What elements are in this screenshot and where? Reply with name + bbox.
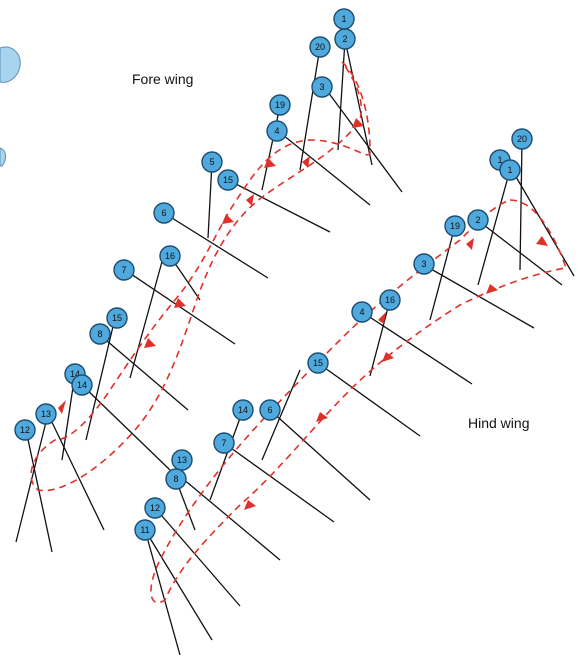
- svg-text:1: 1: [507, 165, 512, 175]
- svg-text:19: 19: [450, 221, 460, 231]
- svg-text:13: 13: [41, 409, 51, 419]
- trajectory-arrow: [316, 412, 328, 422]
- svg-text:12: 12: [150, 503, 160, 513]
- svg-text:4: 4: [274, 126, 279, 136]
- svg-text:11: 11: [140, 525, 149, 535]
- trajectory-arrow: [302, 156, 310, 168]
- trajectory-arrow: [144, 338, 156, 348]
- trajectory-arrow: [486, 284, 498, 294]
- svg-text:16: 16: [165, 251, 175, 261]
- svg-text:16: 16: [385, 295, 395, 305]
- marker: 15: [217, 169, 239, 191]
- trajectory-arrow: [382, 352, 394, 362]
- marker: 16: [379, 289, 401, 311]
- svg-text:8: 8: [97, 329, 102, 339]
- marker: 13: [171, 449, 193, 471]
- hind-wing-trajectory: [150, 199, 568, 604]
- svg-text:7: 7: [221, 438, 226, 448]
- svg-text:7: 7: [121, 265, 126, 275]
- svg-text:6: 6: [161, 208, 166, 218]
- marker: 8: [165, 468, 187, 490]
- marker: 19: [444, 215, 466, 237]
- svg-text:6: 6: [267, 405, 272, 415]
- marker: 7: [213, 432, 235, 454]
- trajectory-arrow: [174, 298, 186, 308]
- marker: 3: [413, 253, 435, 275]
- marker: 14: [71, 374, 93, 396]
- fore-wing-markers: 1 20 2 3 19 4 5 15 6 16 7 15 8 14 14 13 …: [14, 8, 356, 441]
- marker: 1: [333, 8, 355, 30]
- trajectory-arrow: [466, 238, 474, 250]
- svg-text:2: 2: [342, 34, 347, 44]
- svg-text:20: 20: [315, 42, 325, 52]
- svg-text:12: 12: [20, 425, 30, 435]
- svg-text:3: 3: [319, 82, 324, 92]
- marker: 6: [259, 399, 281, 421]
- svg-text:8: 8: [173, 474, 178, 484]
- marker: 12: [144, 497, 166, 519]
- fore-wing-trajectory: [30, 61, 371, 492]
- marker: 4: [266, 120, 288, 142]
- marker: 5: [201, 151, 223, 173]
- marker: 15: [106, 307, 128, 329]
- marker: 19: [269, 94, 291, 116]
- svg-text:3: 3: [421, 259, 426, 269]
- insect-body-icon: [0, 46, 21, 167]
- marker: 12: [14, 419, 36, 441]
- trajectory-arrow: [352, 118, 364, 128]
- svg-text:15: 15: [313, 358, 323, 368]
- marker: 20: [309, 36, 331, 58]
- svg-text:19: 19: [275, 100, 285, 110]
- marker: 4: [351, 301, 373, 323]
- trajectory-arrow: [264, 158, 276, 168]
- svg-text:14: 14: [77, 380, 87, 390]
- svg-text:1: 1: [497, 155, 502, 165]
- marker: 8: [89, 323, 111, 345]
- trajectory-arrow: [378, 312, 386, 324]
- trajectory-arrow: [58, 400, 66, 414]
- marker: 3: [311, 76, 333, 98]
- svg-text:5: 5: [209, 157, 214, 167]
- marker: 11: [134, 519, 156, 541]
- svg-text:14: 14: [238, 405, 248, 415]
- fore-wing-lines: [15, 39, 403, 553]
- trajectory-arrow: [222, 214, 234, 224]
- svg-text:4: 4: [359, 307, 364, 317]
- svg-text:20: 20: [517, 134, 527, 144]
- svg-text:2: 2: [475, 215, 480, 225]
- marker: 13: [35, 403, 57, 425]
- svg-text:15: 15: [112, 313, 122, 323]
- hind-wing-label: Hind wing: [468, 415, 529, 431]
- trajectory-arrow: [246, 194, 254, 206]
- svg-text:14: 14: [70, 369, 80, 379]
- marker: 6: [153, 202, 175, 224]
- hind-wing-markers: 20 1 1 19 2 3 4 16 15 6 14 7 13 8 12 11: [134, 128, 533, 541]
- marker: 2: [334, 28, 356, 50]
- svg-text:13: 13: [177, 455, 187, 465]
- marker: 2: [467, 209, 489, 231]
- marker: 16: [159, 245, 181, 267]
- marker: 20: [511, 128, 533, 150]
- marker: 7: [113, 259, 135, 281]
- marker: 1: [499, 159, 521, 181]
- svg-text:1: 1: [341, 14, 346, 24]
- marker: 15: [307, 352, 329, 374]
- svg-text:15: 15: [223, 175, 233, 185]
- trajectory-arrow: [536, 236, 548, 246]
- fore-wing-label: Fore wing: [132, 71, 193, 87]
- trajectory-arrow: [244, 500, 256, 510]
- marker: 14: [232, 399, 254, 421]
